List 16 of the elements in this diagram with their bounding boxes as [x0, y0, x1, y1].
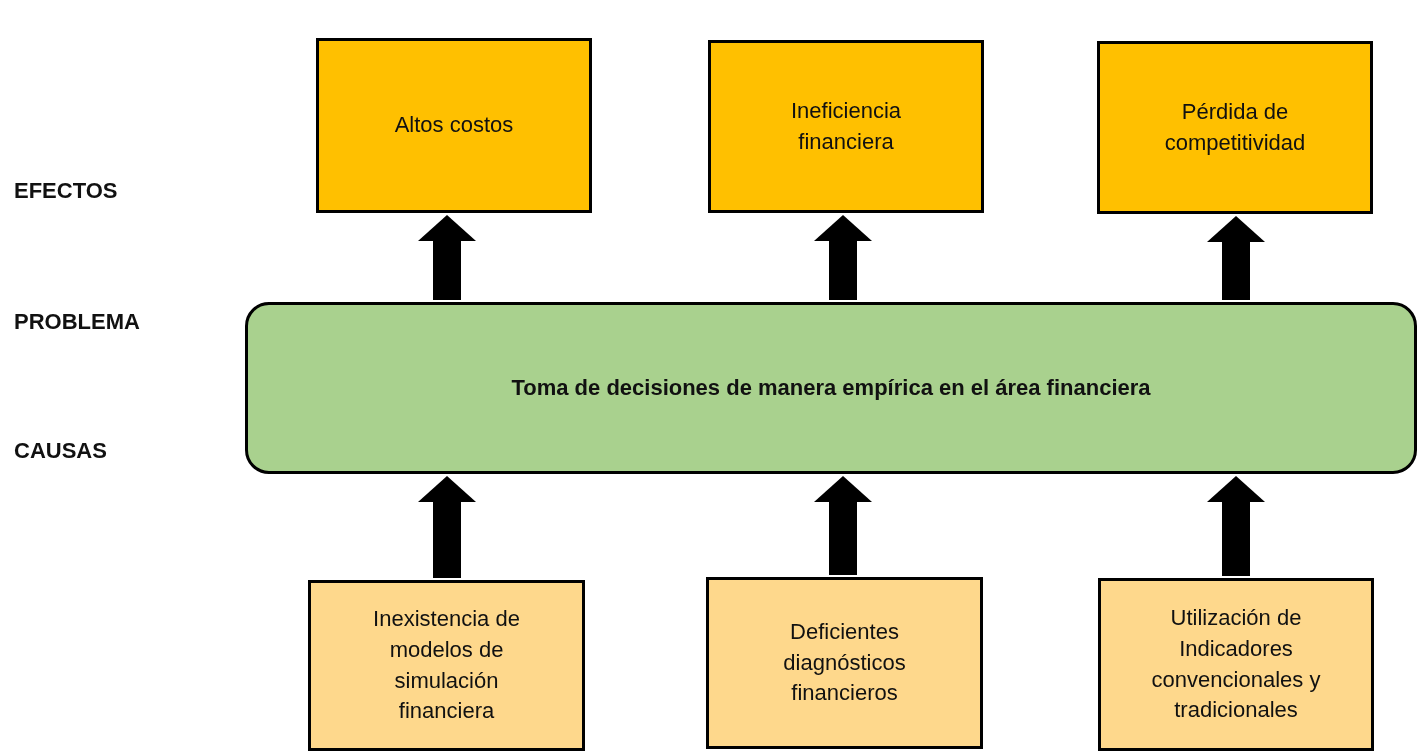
cause-box: Deficientes diagnósticos financieros [706, 577, 983, 749]
arrow [418, 215, 476, 300]
cause-box: Inexistencia de modelos de simulación financiera [308, 580, 585, 751]
effect-box: Pérdida de competitividad [1097, 41, 1373, 214]
arrow [814, 215, 872, 300]
arrow [418, 476, 476, 578]
cause-box: Utilización de Indicadores convencionales y tradicionales [1098, 578, 1374, 751]
effect-box: Ineficiencia financiera [708, 40, 984, 213]
row-label: CAUSAS [14, 438, 107, 464]
arrow [1207, 476, 1265, 576]
effect-box: Altos costos [316, 38, 592, 213]
row-label: EFECTOS [14, 178, 118, 204]
arrow [814, 476, 872, 575]
problem-box: Toma de decisiones de manera empírica en el área financiera [245, 302, 1417, 474]
row-label: PROBLEMA [14, 309, 140, 335]
arrow [1207, 216, 1265, 300]
